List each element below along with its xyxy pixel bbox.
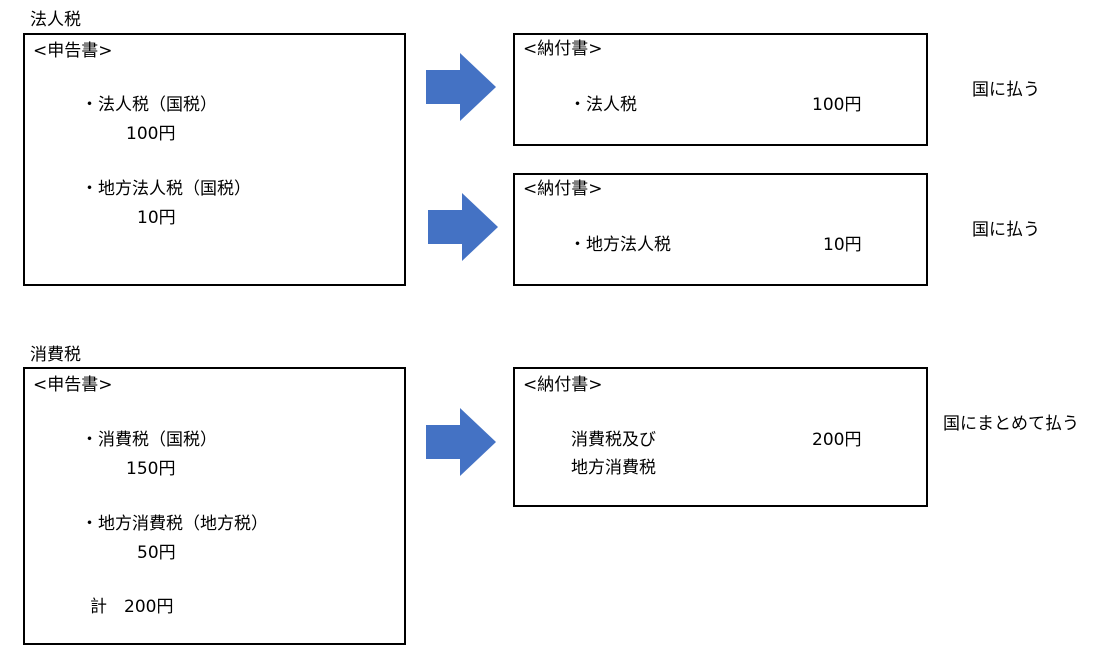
- consumption-tax-item-amount: 150円: [126, 459, 176, 479]
- payment-item-amount: 200円: [812, 430, 862, 450]
- right-arrow-icon: [428, 193, 498, 261]
- local-consumption-tax-item-label: ・地方消費税（地方税）: [81, 514, 268, 534]
- corporate-tax-item-amount: 100円: [126, 124, 176, 144]
- payment-item-amount: 100円: [812, 95, 862, 115]
- corporate-payment-box: <納付書> ・法人税 100円: [513, 33, 928, 146]
- payment-destination-note: 国に払う: [972, 80, 1040, 100]
- total-amount: 200円: [124, 597, 174, 617]
- consumption-return-box: <申告書> ・消費税（国税） 150円 ・地方消費税（地方税） 50円 計 20…: [23, 367, 406, 645]
- consumption-tax-item-label: ・消費税（国税）: [81, 430, 217, 450]
- local-corporate-tax-item-amount: 10円: [137, 208, 176, 228]
- payment-heading: <納付書>: [523, 39, 603, 59]
- right-arrow-icon: [426, 408, 496, 476]
- local-corporate-tax-item-label: ・地方法人税（国税）: [81, 179, 251, 199]
- consumption-tax-title: 消費税: [30, 345, 81, 365]
- payment-heading: <納付書>: [523, 179, 603, 199]
- corporate-return-box: <申告書> ・法人税（国税） 100円 ・地方法人税（国税） 10円: [23, 33, 406, 286]
- return-heading: <申告書>: [33, 375, 113, 395]
- return-heading: <申告書>: [33, 41, 113, 61]
- payment-destination-note: 国に払う: [972, 220, 1040, 240]
- consumption-payment-box: <納付書> 消費税及び 地方消費税 200円: [513, 367, 928, 507]
- payment-item-label: ・法人税: [569, 95, 637, 115]
- payment-item-amount: 10円: [823, 235, 862, 255]
- right-arrow-icon: [426, 53, 496, 121]
- payment-item-label: ・地方法人税: [569, 235, 671, 255]
- local-consumption-tax-item-amount: 50円: [137, 543, 176, 563]
- payment-item-label-line2: 地方消費税: [571, 458, 656, 478]
- payment-item-label-line1: 消費税及び: [571, 430, 656, 450]
- payment-destination-note: 国にまとめて払う: [943, 414, 1079, 434]
- total-label: 計: [90, 597, 107, 617]
- corporate-tax-title: 法人税: [30, 10, 81, 30]
- local-corporate-payment-box: <納付書> ・地方法人税 10円: [513, 173, 928, 286]
- corporate-tax-item-label: ・法人税（国税）: [81, 95, 217, 115]
- payment-heading: <納付書>: [523, 375, 603, 395]
